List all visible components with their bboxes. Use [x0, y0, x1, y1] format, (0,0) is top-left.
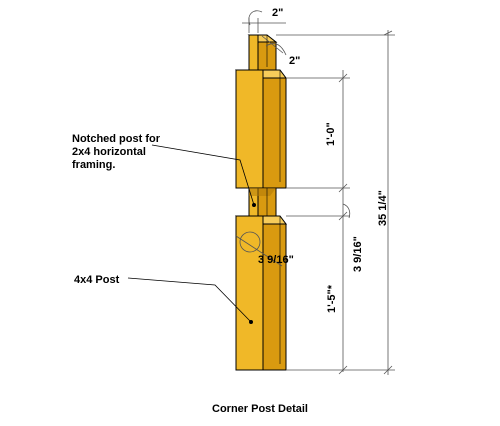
dimension-texts: 2" 2" 1'-0" 3 9/16" 3 9/16" 1'-5"* 35 1/…: [258, 7, 389, 313]
lower-block-side: [262, 223, 287, 371]
lower-block-front: [235, 215, 264, 371]
notch-shadow: [249, 188, 276, 196]
leaders: [127, 144, 256, 324]
notched-label-line2: 2x4 horizontal: [72, 146, 146, 158]
dimension-lines: [235, 10, 395, 375]
dim-top-width-b: 2": [289, 55, 300, 67]
upper-block-side: [262, 77, 287, 189]
notched-label-line3: framing.: [72, 159, 116, 171]
notched-label-line1: Notched post for: [72, 133, 160, 145]
lower-block: [235, 215, 287, 371]
post-leader: [127, 277, 252, 323]
dim-notch-depth: 3 9/16": [258, 254, 294, 266]
notched-leader: [151, 144, 255, 206]
diagram-title: Corner Post Detail: [212, 403, 308, 415]
post-label: 4x4 Post: [74, 274, 120, 286]
dim-top-width-a: 2": [272, 7, 283, 19]
notched-section: [248, 187, 277, 217]
upper-block-front: [235, 69, 264, 189]
top-tenon: [247, 34, 278, 74]
dim-upper-block: 1'-0": [325, 122, 337, 146]
post-body: [235, 34, 287, 371]
dim-notch-gap: 3 9/16": [352, 236, 364, 272]
dim-lower-block: 1'-5"*: [326, 284, 338, 313]
top-tenon-front: [248, 34, 259, 74]
dim-overall: 35 1/4": [377, 190, 389, 226]
